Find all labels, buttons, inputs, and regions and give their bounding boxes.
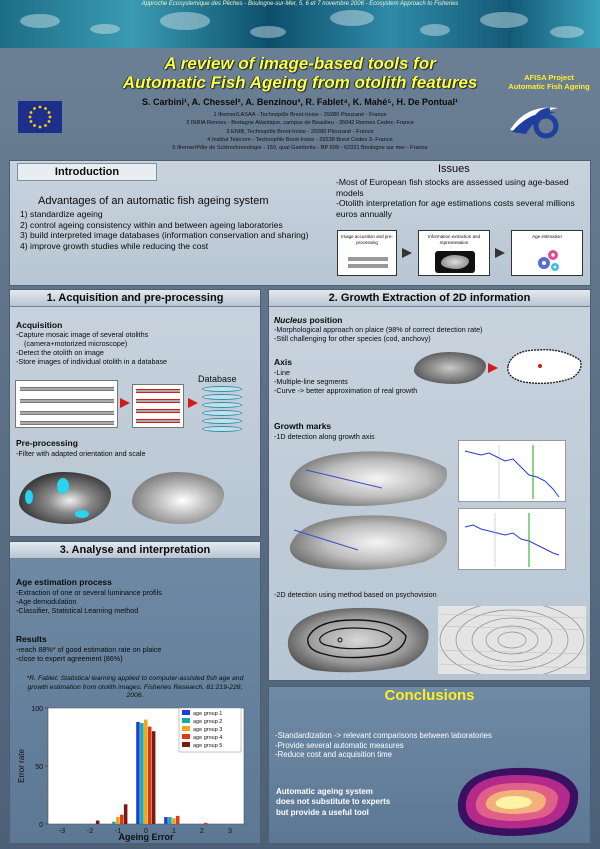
legend-swatch [182,742,190,747]
nucleus-arrow-icon [488,363,498,373]
bar [116,817,120,824]
legend-label: age group 1 [193,711,222,717]
conclusions-list: -Standardization -> relevant comparisons… [275,731,492,760]
legend-swatch [182,718,190,723]
afisa-project-label: AFISA Project Automatic Fish Ageing [508,73,590,91]
y-axis-label: Error rate [17,749,26,783]
growth-marks-title: Growth marks [274,421,332,431]
section1-title: 1. Acquisition and pre-processing [10,290,260,307]
preprocessing-text: -Filter with adapted orientation and sca… [16,449,146,458]
nucleus-title: Nucleus position [274,315,343,325]
axis-text: -Line -Multiple-line segments -Curve -> … [274,368,418,395]
contour-otolith-image [287,607,429,673]
advantages-list: 1) standardize ageing 2) control ageing … [20,209,309,251]
x-tick-label: -1 [115,828,121,835]
growth-axis-otolith-2 [289,515,448,570]
acquisition-title: Acquisition [16,320,63,330]
flow-arrow-2 [495,248,505,258]
bar [151,731,156,824]
flow-arrow-1 [402,248,412,258]
growth-marks-2d-text: -2D detection using method based on psyc… [274,590,437,599]
bar [112,821,116,824]
flow-step-age-estimation: Age estimation [511,230,583,276]
introduction-panel [9,160,591,286]
gears-icon [538,250,559,271]
results-title: Results [16,634,47,644]
mosaic-arrow-icon [120,398,130,408]
profile-chart-1 [458,440,566,502]
nucleus-otolith-image [414,350,486,386]
section3-title: 3. Analyse and interpretation [10,542,260,559]
x-axis-label: Ageing Error [118,832,174,842]
bar [123,804,128,824]
authors-line: S. Carbini¹, A. Chessel², A. Benzinou³, … [141,97,459,107]
bar [147,726,152,824]
otolith-mosaic-image [15,380,118,428]
bar [164,817,168,824]
bar [144,719,148,824]
bar [168,817,172,824]
bar [119,814,124,824]
x-tick-label: 0 [144,828,148,835]
results-text: -reach 88%* of good estimation rate on p… [16,645,162,663]
axis-title: Axis [274,357,292,367]
preprocessing-title: Pre-processing [16,438,78,448]
flow-step-acquisition: Image accusition and pre-processing [337,230,397,276]
conclusions-highlight: Automatic ageing system does not substit… [276,787,391,817]
x-tick-label: -3 [59,828,65,835]
database-label: Database [198,374,237,384]
preprocessing-raw-otolith [15,466,115,530]
x-tick-label: 2 [200,828,204,835]
age-estimation-process-text: -Extraction of one or several luminance … [16,588,162,615]
detected-otoliths-image [132,384,184,428]
legend-label: age group 3 [193,727,222,733]
preprocessing-filtered-otolith [128,466,228,530]
x-tick-label: 3 [228,828,232,835]
conclusions-title: Conclusions [384,687,475,704]
binary-otolith-image [507,349,582,385]
banner-text: Approche Ecosystemique des Pêches - Boul… [141,1,459,7]
growth-marks-text: -1D detection along growth axis [274,432,375,441]
bar [136,721,140,824]
citation-text: *R. Fablet. Statistical learning applied… [26,675,244,700]
legend-label: age group 4 [193,735,222,741]
psychovision-pattern-image [438,606,586,674]
legend-label: age group 2 [193,719,222,725]
bar [140,723,144,824]
y-tick-label: 0 [39,822,43,829]
y-tick-label: 50 [35,764,43,771]
x-tick-label: -2 [87,828,93,835]
legend-swatch [182,710,190,715]
bar [172,818,176,824]
growth-axis-otolith-1 [289,451,448,506]
sixth-framework-logo-icon [510,107,559,139]
nucleus-text: -Morphological approach on plaice (98% o… [274,325,483,343]
y-tick-label: 100 [31,706,43,713]
bar [203,822,208,824]
bar [95,820,100,824]
top-banner: Approche Ecosystemique des Pêches - Boul… [0,0,600,48]
acquisition-text: -Capture mosaic image of several otolith… [16,330,168,366]
database-arrow-icon [188,398,198,408]
profile-chart-2 [458,508,566,570]
age-estimation-process-title: Age estimation process [16,577,112,587]
issues-list: -Most of European fish stocks are assess… [336,177,575,219]
issues-title: Issues [438,163,470,175]
introduction-title: Introduction [17,163,157,181]
affiliations: 1 Ifremer/LASAA - Technopôle Brest-Irois… [172,112,428,152]
legend-label: age group 5 [193,743,222,749]
heatmap-otolith-image [457,767,579,836]
x-tick-label: 1 [172,828,176,835]
database-icon [202,386,242,432]
section2-title: 2. Growth Extraction of 2D information [269,290,590,307]
legend-swatch [182,734,190,739]
bar [175,815,180,824]
flow-step-extraction: Information extraction and representatio… [418,230,490,276]
eu-flag-icon [18,101,62,133]
advantages-title: Advantages of an automatic fish ageing s… [38,195,269,207]
legend-swatch [182,726,190,731]
poster-title: A review of image-based tools for Automa… [122,54,478,92]
